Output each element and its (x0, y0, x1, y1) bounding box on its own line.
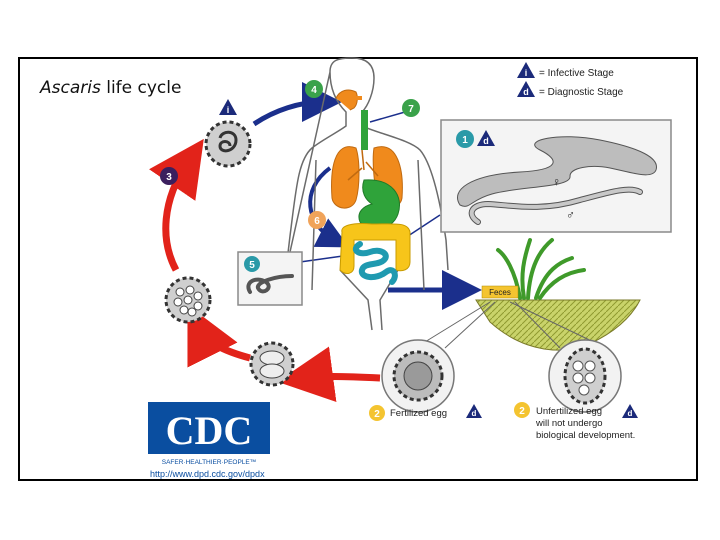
step-3-number: 3 (166, 172, 172, 183)
step-2-badge-fertilized (369, 405, 385, 421)
embryonated-egg (249, 341, 295, 387)
fertilized-egg-panel: 2 Fertilized egg d (369, 339, 482, 421)
fertilized-diagnostic-symbol: d (472, 409, 477, 418)
diagnostic-triangle-icon (517, 81, 535, 97)
step-1-diagnostic-icon (477, 130, 495, 146)
arrow-embryo-to-larva-egg (187, 304, 251, 368)
female-worm (457, 136, 657, 207)
adult-worms-panel: 1 d ♀ ♂ (440, 119, 672, 233)
arrow-larva-egg-to-infective (149, 138, 204, 272)
title-rest: life cycle (106, 78, 182, 98)
step-2-number-unfertilized: 2 (519, 406, 525, 417)
step-3-badge (160, 167, 178, 185)
step-5-number: 5 (249, 260, 255, 271)
female-symbol: ♀ (552, 175, 561, 189)
step-6-badge (308, 211, 326, 229)
esophagus (361, 110, 368, 150)
cdc-url: http://www.dpd.cdc.gov/dpdx (150, 469, 265, 479)
cdc-logo: CDC SAFER·HEALTHIER·PEOPLE™ http://www.d… (148, 402, 270, 479)
male-symbol: ♂ (566, 208, 575, 222)
feces-label: Feces (489, 288, 511, 297)
step-1-number: 1 (462, 135, 468, 146)
unfertilized-diagnostic-symbol: d (628, 409, 633, 418)
stomach (358, 179, 400, 230)
red-cycle-arrows (149, 138, 381, 403)
soil-area: Feces (419, 238, 641, 351)
step-1-badge (456, 130, 474, 148)
unfertilized-label-line2: will not undergo (535, 418, 603, 429)
title-genus: Ascaris (40, 78, 101, 98)
infective-egg: i (204, 99, 252, 168)
unfertilized-label-line3: biological development. (536, 430, 635, 441)
left-lung (331, 146, 360, 209)
fertilized-egg-label: Fertilized egg (390, 408, 447, 419)
step-7-number: 7 (408, 104, 414, 115)
unfertilized-egg-panel: 2 Unfertilized egg will not undergo biol… (514, 339, 638, 441)
feces-label-box (481, 285, 519, 299)
infective-stage-symbol: i (227, 105, 230, 115)
pointer-adult-worms (404, 214, 441, 239)
large-intestine (339, 223, 411, 274)
step-4-number: 4 (311, 85, 317, 96)
cdc-tagline: SAFER·HEALTHIER·PEOPLE™ (162, 459, 257, 466)
step-6-number: 6 (314, 216, 320, 227)
legend: i = Infective Stage d = Diagnostic Stage (517, 62, 624, 98)
infective-stage-icon (219, 99, 237, 115)
legend-diagnostic-symbol: d (523, 87, 529, 97)
step-2-badge-unfertilized (514, 402, 530, 418)
pointer-step-7 (369, 111, 406, 123)
arrow-egg-to-embryo (277, 346, 381, 403)
legend-diagnostic-label: = Diagnostic Stage (539, 87, 624, 98)
larva (246, 274, 294, 294)
cdc-logo-text: CDC (166, 408, 253, 453)
step-4-badge (305, 80, 323, 98)
infective-triangle-icon (517, 62, 535, 78)
legend-infective-label: = Infective Stage (539, 68, 614, 79)
organs (331, 89, 411, 285)
step-5-badge (244, 256, 260, 272)
unfertilized-label-line1: Unfertilized egg (536, 406, 602, 417)
arrow-migration (308, 166, 350, 248)
arrow-ingestion (252, 82, 342, 127)
small-intestine (352, 241, 398, 285)
diagram-title: Ascaris life cycle (40, 78, 181, 98)
step-7-badge (402, 99, 420, 117)
fertilized-diagnostic-icon (466, 404, 482, 418)
larva-panel: 5 (237, 251, 303, 306)
unfertilized-diagnostic-icon (622, 404, 638, 418)
morula-egg (164, 276, 212, 324)
step-2-number-fertilized: 2 (374, 409, 380, 420)
step-1-diagnostic-symbol: d (483, 136, 489, 146)
grass (496, 238, 586, 300)
legend-infective-symbol: i (525, 68, 528, 78)
